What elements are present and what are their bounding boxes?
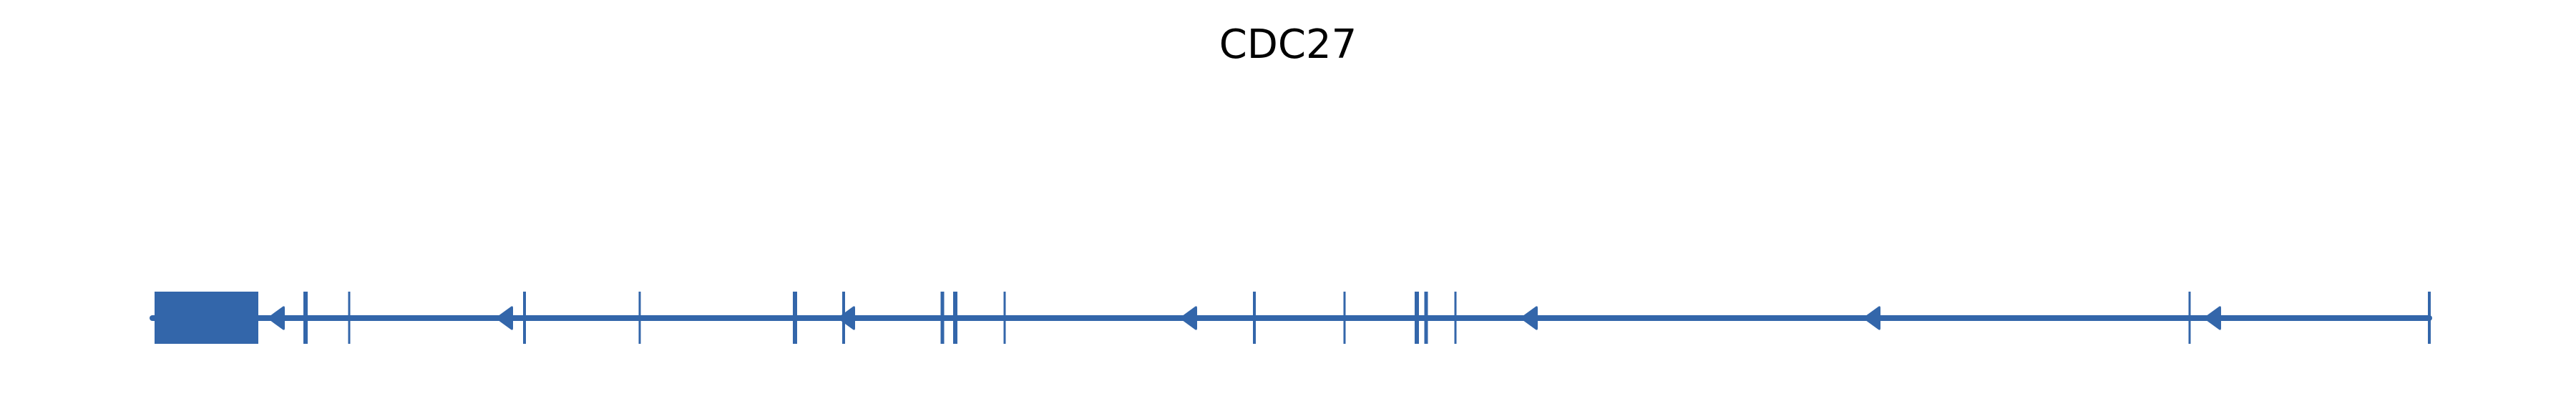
exon-tick (348, 292, 351, 344)
exon-tick (638, 292, 641, 344)
exon-tick (2428, 292, 2431, 344)
strand-arrow-icon (2203, 306, 2221, 330)
exon-tick (2188, 292, 2191, 344)
exon-tick (1253, 292, 1256, 344)
exon-tick (1415, 292, 1419, 344)
exon-tick (953, 292, 957, 344)
exon-tick (1424, 292, 1428, 344)
gene-title: CDC27 (1219, 21, 1357, 68)
strand-arrow-icon (1520, 306, 1538, 330)
exon-tick (793, 292, 797, 344)
strand-arrow-icon (1179, 306, 1197, 330)
exon-tick (1003, 292, 1006, 344)
exon-tick (523, 292, 526, 344)
strand-arrow-icon (267, 306, 285, 330)
exon-block (155, 292, 258, 344)
strand-arrow-icon (1863, 306, 1880, 330)
strand-arrow-icon (837, 306, 855, 330)
exon-tick (1343, 292, 1346, 344)
exon-tick (1454, 292, 1457, 344)
exon-tick (303, 292, 308, 344)
strand-arrow-icon (495, 306, 513, 330)
exon-tick (940, 292, 945, 344)
